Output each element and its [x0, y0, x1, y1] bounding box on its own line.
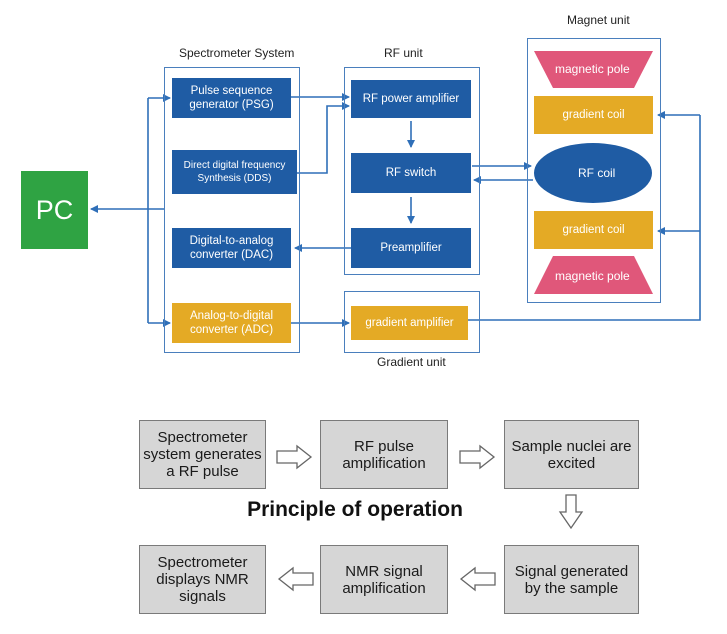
adc-line1: Analog-to-digital: [189, 310, 274, 322]
hollow-arrow-1-2: [276, 444, 313, 470]
rf-unit-frame: [344, 67, 480, 275]
magnet-unit-frame: [527, 38, 661, 303]
gradient-amplifier-block: gradient amplifier: [351, 306, 468, 340]
step-6-line2: displays NMR: [156, 571, 249, 588]
psg-line2: generator (PSG): [189, 99, 274, 111]
dac-line1: Digital-to-analog: [189, 235, 274, 247]
preamplifier-block: Preamplifier: [351, 228, 471, 268]
pc-block: PC: [21, 171, 88, 249]
dac-block: Digital-to-analog converter (DAC): [172, 228, 291, 268]
step-1-line3: a RF pulse: [166, 463, 239, 480]
step-2-line1: RF pulse: [353, 437, 415, 455]
hollow-arrow-3-4: [558, 494, 584, 530]
dds-line2: Synthesis (DDS): [197, 173, 272, 184]
principle-title: Principle of operation: [247, 498, 463, 521]
psg-line1: Pulse sequence: [190, 85, 273, 97]
step-3-line2: excited: [547, 454, 596, 472]
pc-label: PC: [35, 194, 74, 225]
hollow-arrow-5-6: [277, 566, 314, 592]
spectrometer-system-label: Spectrometer System: [179, 46, 295, 60]
step-5-box: NMR signal amplification: [320, 545, 448, 614]
step-5-line1: NMR signal: [345, 562, 423, 580]
step-3-line1: Sample nuclei are: [511, 437, 632, 455]
gradient-unit-frame: [344, 291, 480, 353]
magnetic-pole-top-label: magnetic pole: [555, 62, 630, 76]
step-4-line2: by the sample: [524, 579, 619, 597]
step-6-line3: signals: [179, 588, 226, 605]
step-2-box: RF pulse amplification: [320, 420, 448, 489]
hollow-arrow-4-5: [459, 566, 496, 592]
step-3-box: Sample nuclei are excited: [504, 420, 639, 489]
magnetic-pole-bottom-shape: [534, 256, 653, 294]
step-1-line2: system generates: [143, 446, 262, 463]
magnetic-pole-top-shape: [534, 51, 653, 88]
rf-power-amplifier-block: RF power amplifier: [351, 80, 471, 118]
dds-block: Direct digital frequency Synthesis (DDS): [172, 150, 297, 194]
hollow-arrow-2-3: [459, 444, 496, 470]
step-1-box: Spectrometer system generates a RF pulse: [139, 420, 266, 489]
step-2-line2: amplification: [342, 454, 426, 472]
magnet-unit-label: Magnet unit: [567, 13, 630, 27]
dac-line2: converter (DAC): [189, 249, 274, 261]
dds-line1: Direct digital frequency: [183, 160, 286, 171]
gradient-coil-bottom-block: gradient coil: [534, 211, 653, 249]
step-6-line1: Spectrometer: [157, 554, 248, 571]
arrow-dds-to-rf-power-amp: [297, 102, 350, 174]
psg-block: Pulse sequence generator (PSG): [172, 78, 291, 118]
adc-line2: converter (ADC): [189, 324, 274, 336]
step-5-line2: amplification: [342, 579, 426, 597]
gradient-coil-top-block: gradient coil: [534, 96, 653, 134]
step-6-box: Spectrometer displays NMR signals: [139, 545, 266, 614]
spectrometer-system-frame: [164, 67, 300, 353]
gradient-feed-line: [468, 115, 701, 321]
rf-coil-label: RF coil: [578, 166, 616, 180]
step-4-line1: Signal generated: [514, 562, 629, 580]
magnetic-pole-bottom-label: magnetic pole: [555, 269, 630, 283]
rf-switch-block: RF switch: [351, 153, 471, 193]
step-4-box: Signal generated by the sample: [504, 545, 639, 614]
gradient-unit-label: Gradient unit: [377, 355, 446, 369]
rf-unit-label: RF unit: [384, 46, 423, 60]
adc-block: Analog-to-digital converter (ADC): [172, 303, 291, 343]
rf-coil-shape: [534, 143, 652, 203]
step-1-line1: Spectrometer: [157, 429, 248, 446]
